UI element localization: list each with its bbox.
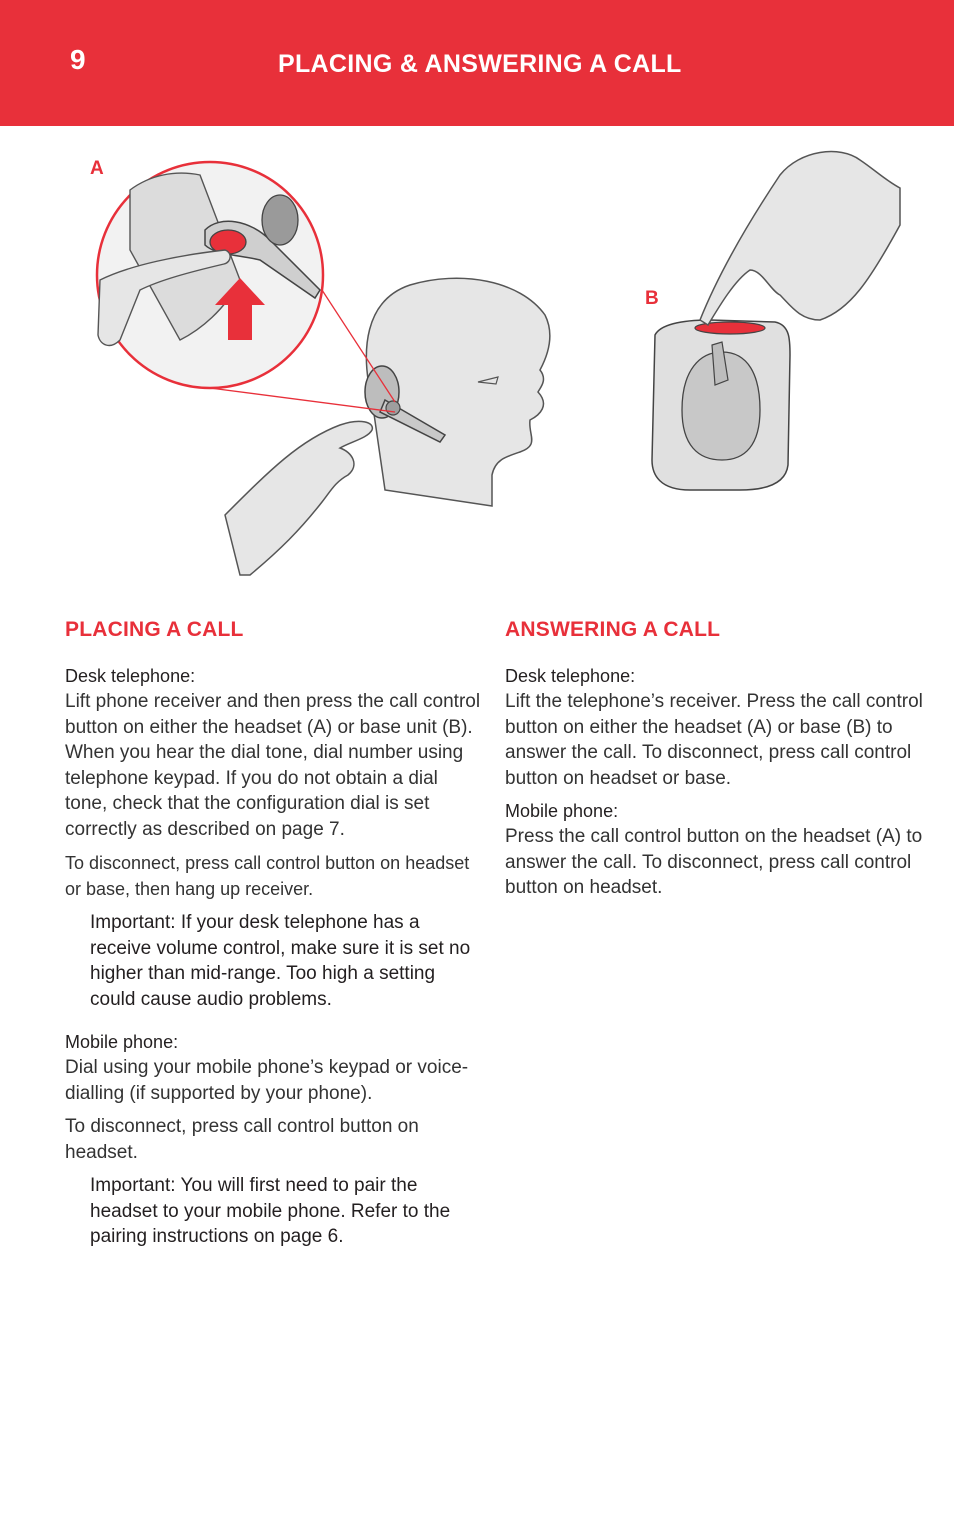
label-a: A (90, 158, 104, 179)
desk-telephone-label: Desk telephone: (65, 666, 196, 686)
page-header: 9 PLACING & ANSWERING A CALL (0, 0, 954, 126)
desk-telephone-text: Lift phone receiver and then press the c… (65, 691, 481, 840)
headset-usage-illustration (95, 150, 901, 576)
mobile-phone-label: Mobile phone: (65, 1032, 179, 1052)
hand-left (224, 420, 374, 576)
important-note-pairing: Important: You will first need to pair t… (90, 1175, 451, 1247)
head-profile (365, 277, 551, 507)
hand-right (699, 150, 901, 327)
up-arrow (215, 278, 265, 340)
answer-desk-text: Lift the telephone’s receiver. Press the… (505, 691, 923, 789)
mobile-disconnect-text: To disconnect, press call control button… (65, 1116, 419, 1163)
page-number: 9 (70, 44, 86, 75)
page-title: PLACING & ANSWERING A CALL (278, 50, 682, 78)
mobile-phone-text: Dial using your mobile phone’s keypad or… (65, 1057, 469, 1104)
label-b: B (645, 288, 659, 309)
answer-mobile-text: Press the call control button on the hea… (505, 826, 923, 898)
answer-mobile-label: Mobile phone: (505, 801, 619, 821)
answer-desk-label: Desk telephone: (505, 666, 636, 686)
placing-call-section: PLACING A CALL Desk telephone: Lift phon… (65, 618, 485, 1268)
disconnect-text: To disconnect, press call control button… (65, 853, 470, 899)
answering-call-section: ANSWERING A CALL Desk telephone: Lift th… (505, 618, 925, 909)
placing-heading: PLACING A CALL (65, 618, 244, 641)
answering-heading: ANSWERING A CALL (505, 618, 721, 641)
illustration: A B (0, 130, 954, 590)
important-note-volume: Important: If your desk telephone has a … (90, 912, 471, 1010)
